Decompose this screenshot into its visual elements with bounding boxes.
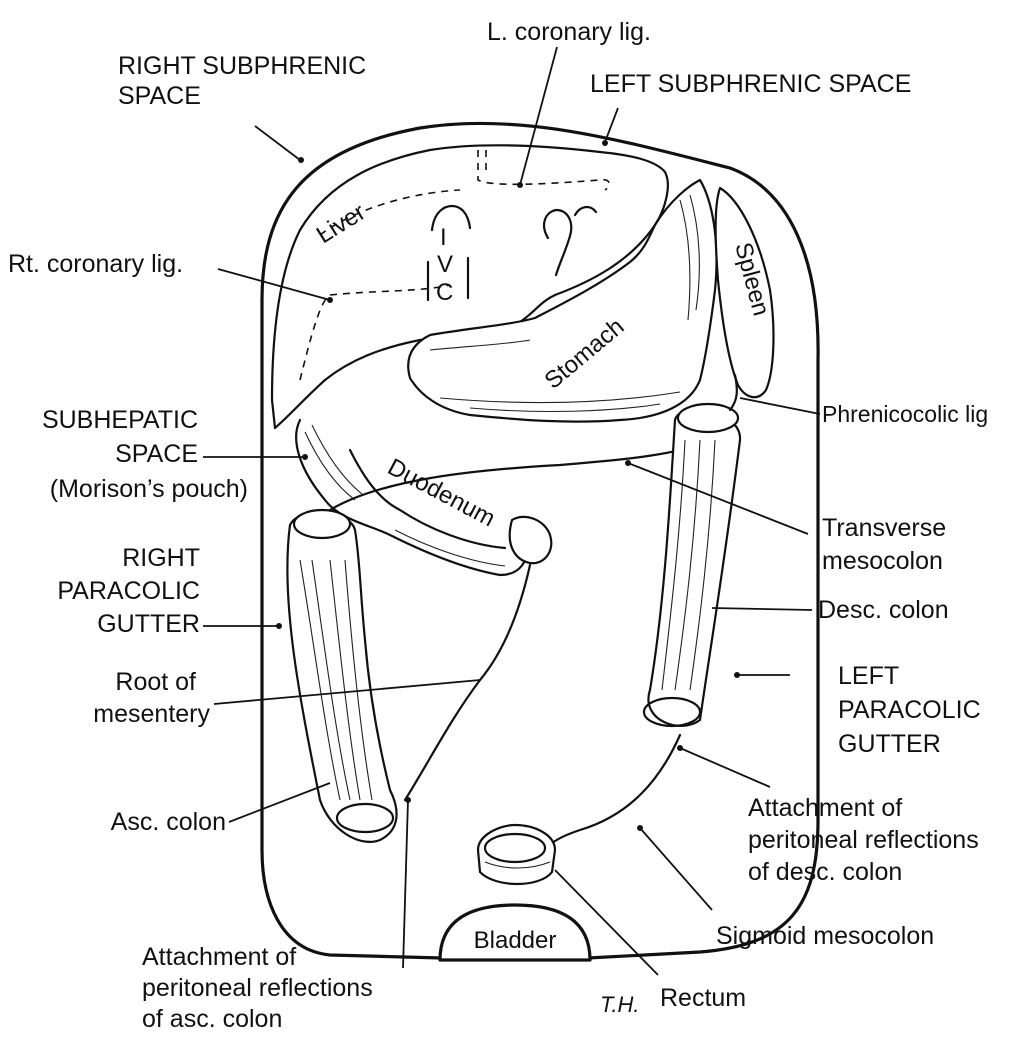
label-right-paracolic-1: RIGHT bbox=[122, 544, 200, 572]
label-left-paracolic-3: GUTTER bbox=[838, 730, 941, 758]
label-left-subphrenic: LEFT SUBPHRENIC SPACE bbox=[590, 70, 911, 98]
label-transverse-1: Transverse bbox=[822, 514, 946, 542]
label-attach-desc-1: Attachment of bbox=[748, 794, 902, 822]
label-asc-colon: Asc. colon bbox=[111, 808, 226, 836]
bladder-label: Bladder bbox=[474, 927, 557, 954]
label-phrenicocolic: Phrenicocolic lig bbox=[822, 401, 988, 427]
label-attach-asc-2: peritoneal reflections bbox=[142, 974, 373, 1002]
phrenicocolic-line bbox=[730, 375, 737, 410]
rectum bbox=[478, 825, 555, 884]
ivc-label-i: I bbox=[440, 224, 447, 251]
label-subhepatic-2: SPACE bbox=[115, 440, 198, 468]
label-attach-desc-2: peritoneal reflections bbox=[748, 826, 979, 854]
duodenum-label: Duodenum bbox=[383, 453, 499, 532]
label-subhepatic-1: SUBHEPATIC bbox=[42, 406, 198, 434]
label-attach-desc-3: of desc. colon bbox=[748, 858, 902, 886]
label-subhepatic-3: (Morison’s pouch) bbox=[50, 475, 248, 503]
label-root-mesentery-1: Root of bbox=[115, 668, 196, 696]
label-attach-asc-1: Attachment of bbox=[142, 943, 296, 971]
label-root-mesentery-2: mesentery bbox=[93, 700, 210, 728]
artist-signature: T.H. bbox=[600, 992, 640, 1017]
label-left-paracolic-1: LEFT bbox=[838, 662, 899, 690]
label-desc-colon: Desc. colon bbox=[818, 596, 949, 624]
label-sigmoid-mesocolon: Sigmoid mesocolon bbox=[716, 922, 934, 950]
bladder: Bladder bbox=[440, 905, 590, 960]
ascending-colon bbox=[287, 510, 396, 842]
label-right-subphrenic-2: SPACE bbox=[118, 82, 201, 110]
label-transverse-2: mesocolon bbox=[822, 547, 943, 575]
label-l-coronary: L. coronary lig. bbox=[487, 18, 651, 46]
label-attach-asc-3: of asc. colon bbox=[142, 1005, 282, 1033]
ivc-label-c: C bbox=[436, 279, 453, 306]
label-rectum: Rectum bbox=[660, 984, 746, 1012]
label-right-subphrenic-1: RIGHT SUBPHRENIC bbox=[118, 52, 366, 80]
label-rt-coronary: Rt. coronary lig. bbox=[8, 250, 183, 278]
label-right-paracolic-2: PARACOLIC bbox=[57, 577, 200, 605]
label-right-paracolic-3: GUTTER bbox=[97, 610, 200, 638]
spleen: Spleen bbox=[716, 188, 775, 397]
ivc-label-v: V bbox=[437, 251, 453, 278]
mesentery-root-line bbox=[405, 565, 530, 800]
descending-colon bbox=[644, 404, 740, 726]
sigmoid-mesocolon-line bbox=[550, 735, 680, 845]
label-left-paracolic-2: PARACOLIC bbox=[838, 696, 981, 724]
